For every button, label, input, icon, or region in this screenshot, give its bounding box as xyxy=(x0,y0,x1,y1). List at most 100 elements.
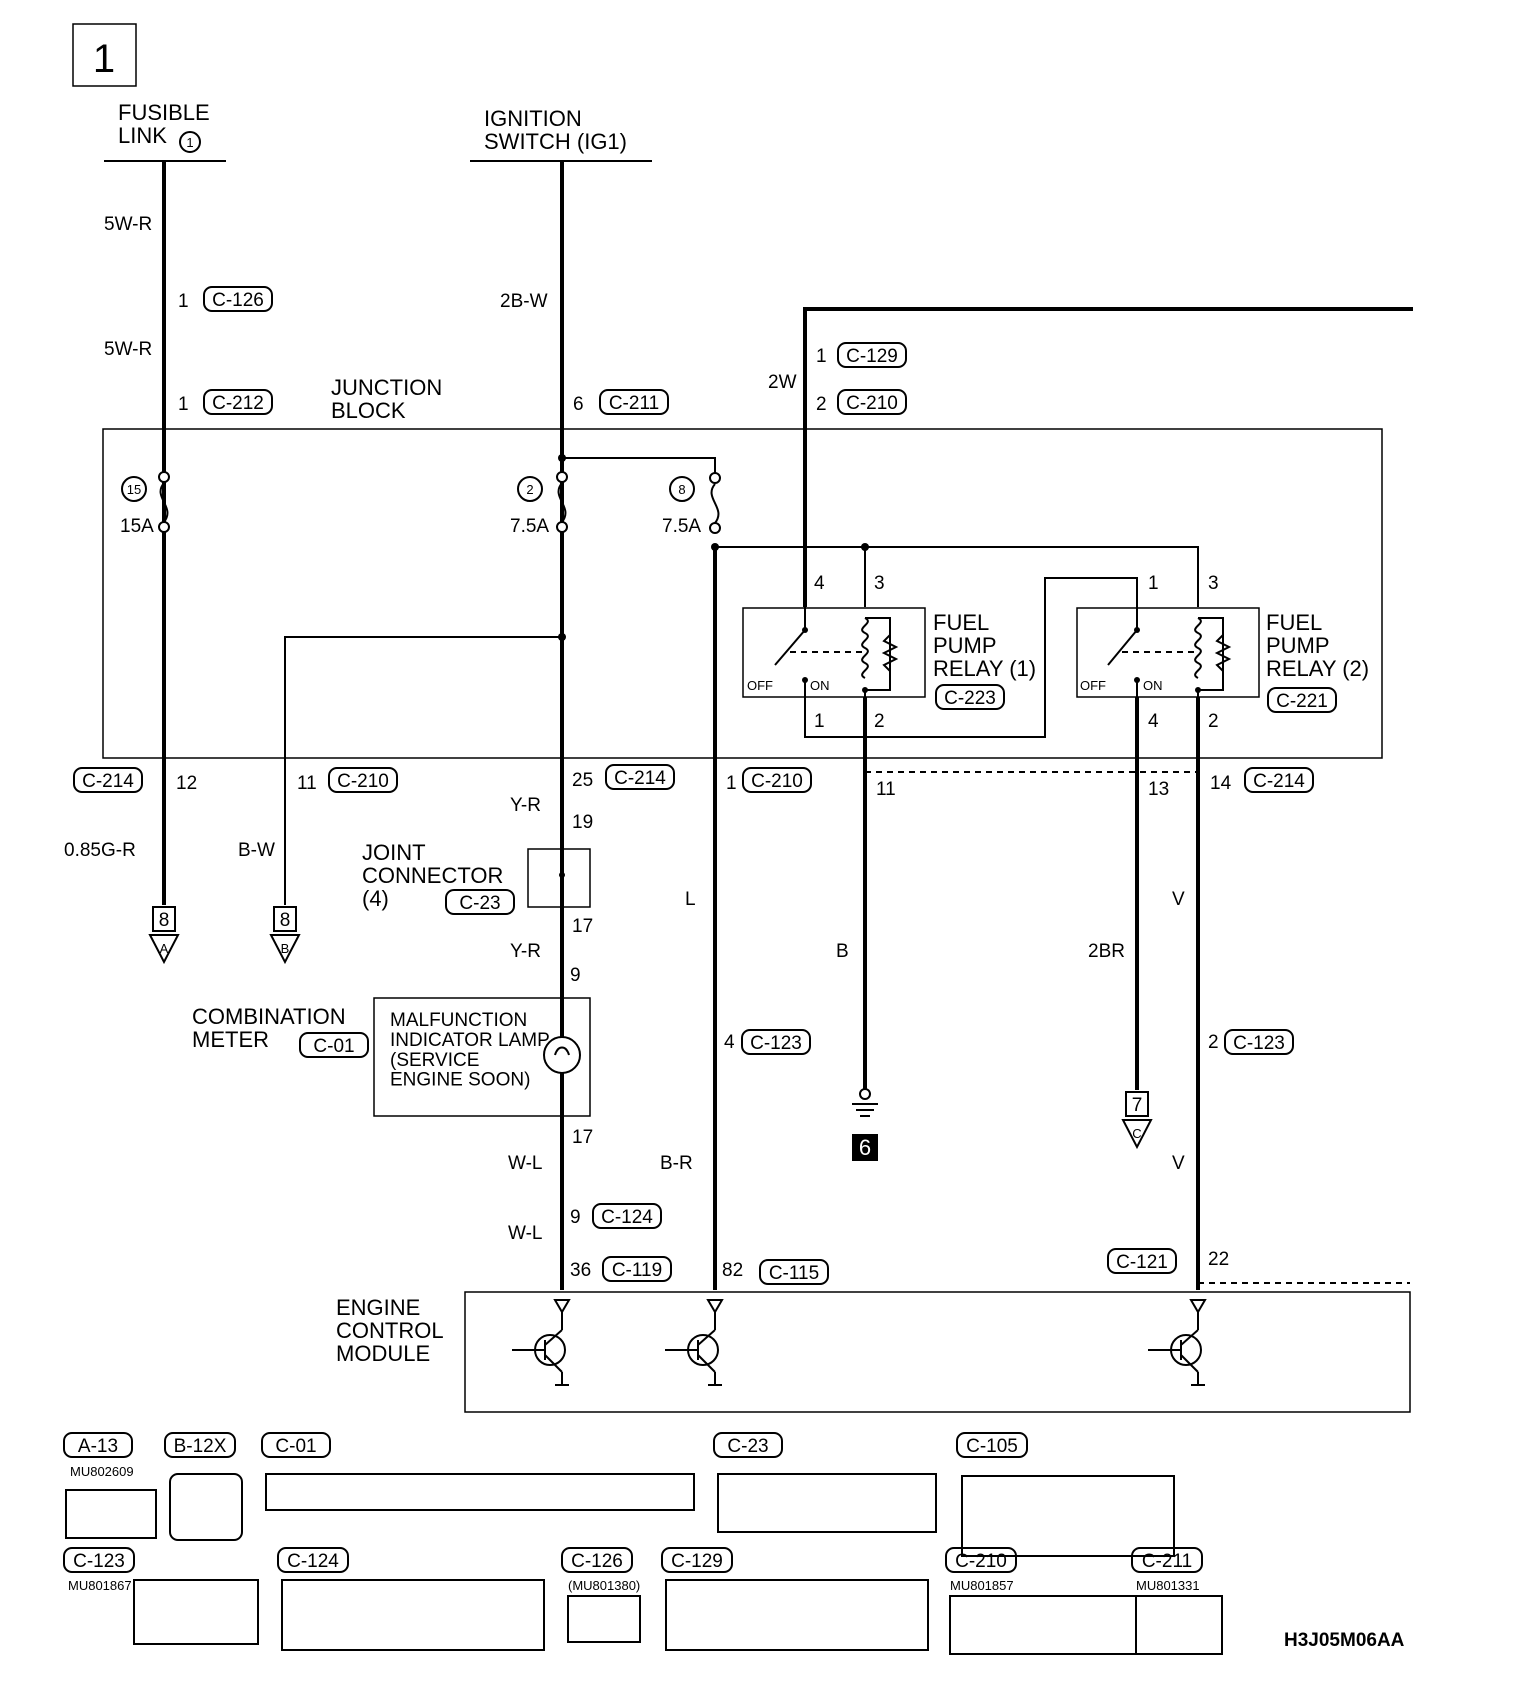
connector-view-c129: C-129 xyxy=(661,1547,929,1651)
svg-text:C-126: C-126 xyxy=(571,1551,623,1572)
pin-number: 2 xyxy=(816,394,827,415)
connector-tag: C-210 xyxy=(837,389,907,415)
fuse-15: 15 15A xyxy=(120,471,170,537)
pin-number: 1 xyxy=(178,394,189,415)
fuse-15-number: 15 xyxy=(127,482,141,497)
pin-number: 11 xyxy=(297,773,317,794)
svg-text:C-124: C-124 xyxy=(601,1207,653,1228)
pin-number: 12 xyxy=(176,773,197,794)
svg-text:C-214: C-214 xyxy=(614,768,666,789)
svg-text:C-214: C-214 xyxy=(82,771,134,792)
connector-view-c124: C-124 xyxy=(277,1547,545,1651)
connector-tag: C-119 xyxy=(602,1256,672,1282)
connector-view-c23: C-23 xyxy=(713,1432,937,1533)
svg-text:C-01: C-01 xyxy=(275,1436,316,1457)
pin-number: 82 xyxy=(722,1260,743,1281)
connector-view-c105: C-105 xyxy=(956,1432,1175,1557)
pin-number: 3 xyxy=(1208,573,1219,594)
svg-text:C-210: C-210 xyxy=(955,1551,1007,1572)
wire-color-label: 5W-R xyxy=(104,339,152,360)
offpage-a-letter: A xyxy=(160,941,169,956)
connector-tag: C-211 xyxy=(599,389,669,415)
svg-text:C-119: C-119 xyxy=(612,1260,662,1281)
svg-text:B-12X: B-12X xyxy=(174,1436,227,1457)
relay-2-off: OFF xyxy=(1080,678,1106,693)
svg-text:C-23: C-23 xyxy=(459,893,500,914)
relay-1-on: ON xyxy=(810,678,830,693)
connector-view-c126: C-126 (MU801380) xyxy=(561,1547,641,1643)
svg-text:C-214: C-214 xyxy=(1253,771,1305,792)
offpage-connector-c: 7 C xyxy=(1121,1091,1153,1150)
svg-text:C-211: C-211 xyxy=(1142,1551,1192,1572)
wire-color-label: B-R xyxy=(660,1153,693,1174)
pin-number: 11 xyxy=(876,779,896,800)
wire-color-label: W-L xyxy=(508,1223,542,1244)
pin-number: 1 xyxy=(816,346,827,367)
svg-text:MU802609: MU802609 xyxy=(70,1464,134,1479)
svg-text:C-123: C-123 xyxy=(73,1551,125,1572)
transistor-icon-2 xyxy=(665,1299,724,1386)
relay-2-on: ON xyxy=(1143,678,1163,693)
wire-color-label: W-L xyxy=(508,1153,542,1174)
page-number: 1 xyxy=(93,37,115,81)
connector-tag: C-123 xyxy=(741,1029,811,1055)
svg-text:C-121: C-121 xyxy=(1116,1252,1168,1273)
svg-text:MU801331: MU801331 xyxy=(1136,1578,1200,1593)
svg-text:(MU801380): (MU801380) xyxy=(568,1578,640,1593)
pin-number: 9 xyxy=(570,1207,581,1228)
pin-number: 1 xyxy=(1148,573,1159,594)
pin-number: 3 xyxy=(874,573,885,594)
connector-view-b12x: B-12X xyxy=(164,1432,243,1541)
transistor-icon-1 xyxy=(512,1299,571,1386)
connector-tag: C-223 xyxy=(935,684,1005,710)
svg-text:C-23: C-23 xyxy=(727,1436,768,1457)
offpage-c-letter: C xyxy=(1132,1126,1141,1141)
fusible-link-number: 1 xyxy=(186,135,193,150)
drawing-code: H3J05M06AA xyxy=(1284,1630,1405,1651)
connector-tag: C-210 xyxy=(742,767,812,793)
fuse-2-number: 2 xyxy=(526,482,533,497)
offpage-a-num: 8 xyxy=(159,910,170,931)
pin-number: 4 xyxy=(1148,711,1159,732)
offpage-connector-b: 8 B xyxy=(269,906,301,965)
svg-text:C-223: C-223 xyxy=(944,688,996,709)
wire-color-label: B xyxy=(836,941,849,962)
pin-number: 4 xyxy=(724,1032,735,1053)
combination-meter-box xyxy=(373,997,591,1117)
svg-text:C-129: C-129 xyxy=(671,1551,723,1572)
connector-tag: C-126 xyxy=(203,286,273,312)
svg-text:C-123: C-123 xyxy=(1233,1033,1285,1054)
connector-tag: C-123 xyxy=(1224,1029,1294,1055)
pin-number: 17 xyxy=(572,1127,593,1148)
svg-text:A-13: A-13 xyxy=(78,1436,118,1457)
wire-color-label: L xyxy=(685,889,696,910)
svg-text:C-212: C-212 xyxy=(212,393,264,414)
offpage-c-num: 7 xyxy=(1132,1095,1143,1116)
wire-color-label: Y-R xyxy=(510,795,541,816)
pin-number: 1 xyxy=(178,291,189,312)
svg-text:C-105: C-105 xyxy=(966,1436,1018,1457)
wire-color-label: V xyxy=(1172,1153,1185,1174)
connector-tag: C-129 xyxy=(837,342,907,368)
svg-text:C-01: C-01 xyxy=(313,1036,354,1057)
fuse-2: 2 7.5A xyxy=(510,471,568,537)
svg-text:C-221: C-221 xyxy=(1276,691,1328,712)
connector-view-c01: C-01 xyxy=(261,1432,695,1511)
svg-text:C-210: C-210 xyxy=(337,771,389,792)
connector-tag: C-214 xyxy=(1244,767,1314,793)
